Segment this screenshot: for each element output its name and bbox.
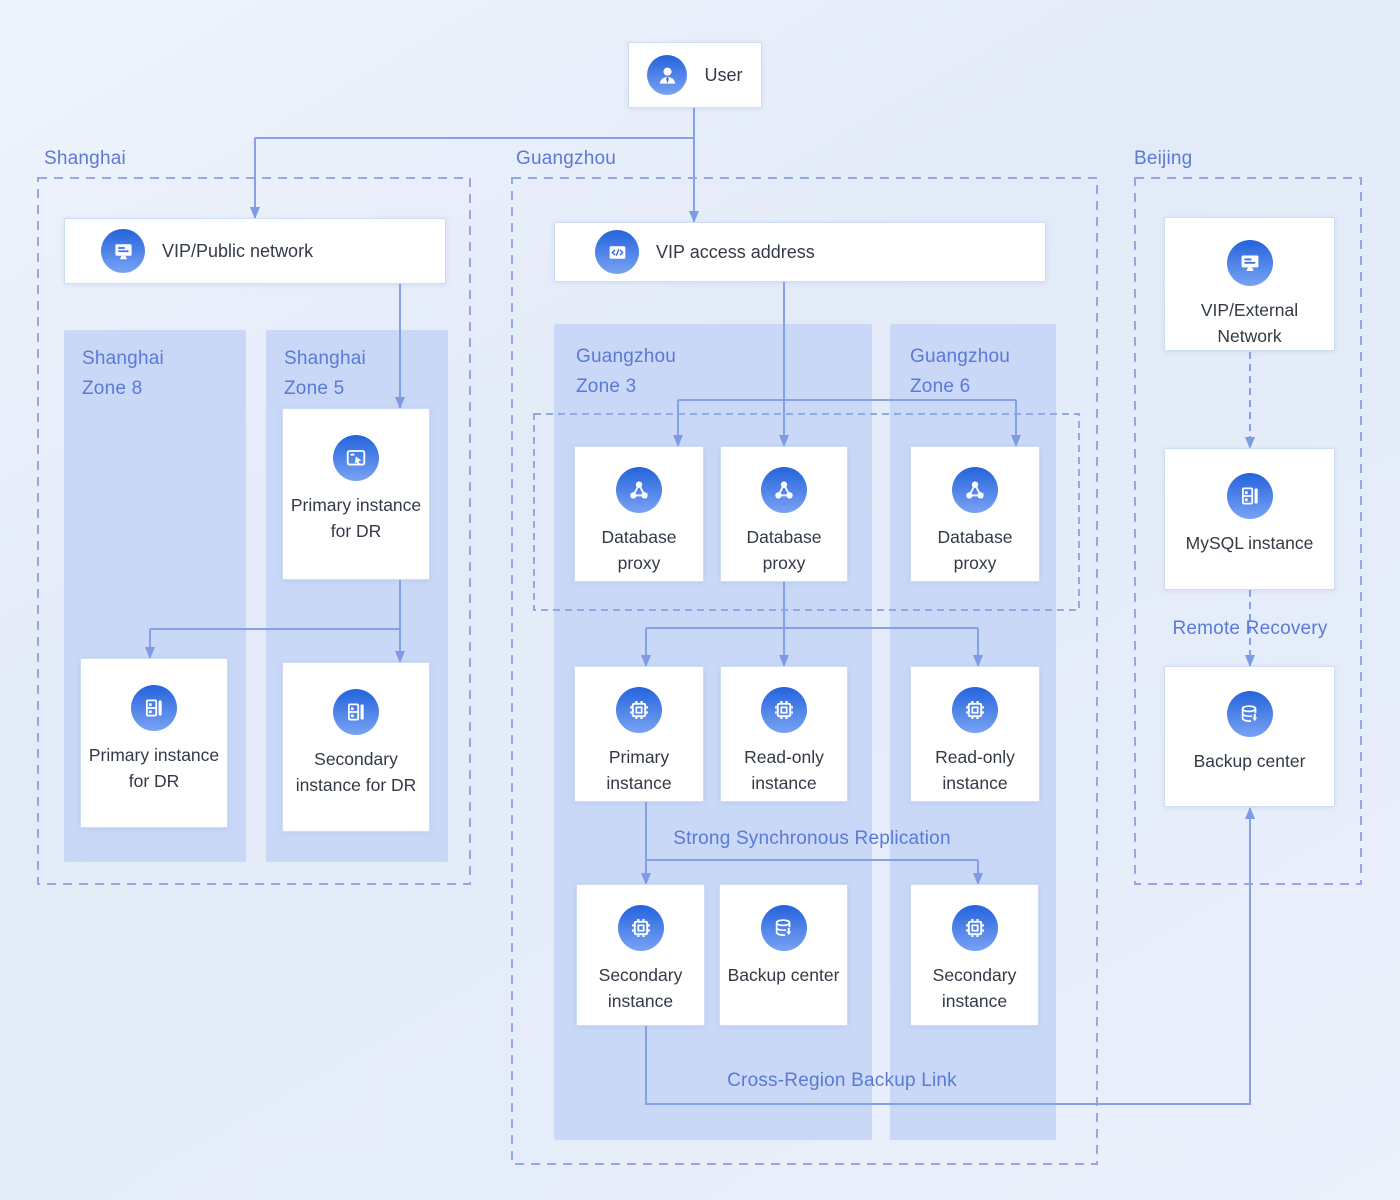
backup-database-icon [1226,691,1273,737]
edge-cross-region-backup-link [645,807,1255,1105]
region-label-beijing: Beijing [1134,148,1193,169]
edge-user-to-vips [250,108,699,223]
edge-dr-primary-to-dr-instances [145,580,405,663]
server-icon [333,689,379,735]
server-icon [1226,473,1273,519]
node-secondary-instance-1: Secondary instance [576,884,705,1026]
user-icon [647,55,688,95]
node-database-proxy-2: Database proxy [720,446,848,582]
edge-vip-access-to-proxies [673,282,1021,447]
node-vip-external-network: VIP/External Network [1164,217,1335,351]
node-label: Primary instance [606,747,672,793]
node-label: Primary instance for DR [290,495,422,541]
node-label: MySQL instance [1185,533,1314,553]
node-primary-instance: Primary instance [574,666,704,802]
node-label: VIP access address [656,242,815,262]
proxy-network-icon [616,467,662,513]
node-label: Backup center [727,965,840,985]
node-label: Database proxy [937,527,1013,573]
chip-icon [617,905,664,951]
chip-icon [952,687,998,733]
server-icon [131,685,177,731]
node-read-only-instance-2: Read-only instance [910,666,1040,802]
node-label: Read-only instance [935,747,1015,793]
edge-label-strong-synchronous-replication: Strong Synchronous Replication [673,828,951,849]
proxy-network-icon [952,467,998,513]
node-primary-instance-for-dr: Primary instance for DR [80,658,228,828]
node-backup-center-guangzhou: Backup center [719,884,848,1026]
node-label: Secondary instance [932,965,1017,1011]
node-database-proxy-3: Database proxy [910,446,1040,582]
node-label: Primary instance for DR [88,745,220,791]
node-label: User [704,65,743,85]
node-mysql-instance: MySQL instance [1164,448,1335,590]
node-label: Database proxy [746,527,822,573]
proxy-tier-dashed-border [533,413,1080,611]
edge-primary-to-secondaries [641,802,983,885]
proxy-network-icon [761,467,807,513]
node-label: VIP/Public network [162,241,314,261]
node-label: Secondary instance for DR [295,749,417,795]
chip-icon [616,687,662,733]
backup-database-icon [760,905,807,951]
node-database-proxy-1: Database proxy [574,446,704,582]
node-label: Database proxy [601,527,677,573]
region-border-guangzhou [511,177,1098,1165]
edge-proxy-to-instances [641,582,983,667]
node-vip-public-network: VIP/Public network [64,218,446,284]
node-secondary-instance-for-dr: Secondary instance for DR [282,662,430,832]
edge-label-cross-region-backup-link: Cross-Region Backup Link [727,1070,957,1091]
network-monitor-icon [1226,240,1273,286]
node-user: User [628,42,762,108]
node-secondary-instance-2: Secondary instance [910,884,1039,1026]
node-label: Secondary instance [598,965,683,1011]
region-label-shanghai: Shanghai [44,148,126,169]
node-read-only-instance-1: Read-only instance [720,666,848,802]
node-label: VIP/External Network [1200,300,1299,346]
node-label: Read-only instance [744,747,824,793]
code-endpoint-icon [595,230,639,274]
region-border-beijing [1134,177,1362,885]
chip-icon [761,687,807,733]
node-vip-access-address: VIP access address [554,222,1046,282]
edge-label-remote-recovery: Remote Recovery [1172,618,1328,639]
network-monitor-icon [101,229,145,273]
node-backup-center-beijing: Backup center [1164,666,1335,807]
node-label: Backup center [1193,751,1306,771]
node-primary-instance-for-dr-console: Primary instance for DR [282,408,430,580]
console-window-icon [333,435,379,481]
chip-icon [951,905,998,951]
region-label-guangzhou: Guangzhou [516,148,617,169]
